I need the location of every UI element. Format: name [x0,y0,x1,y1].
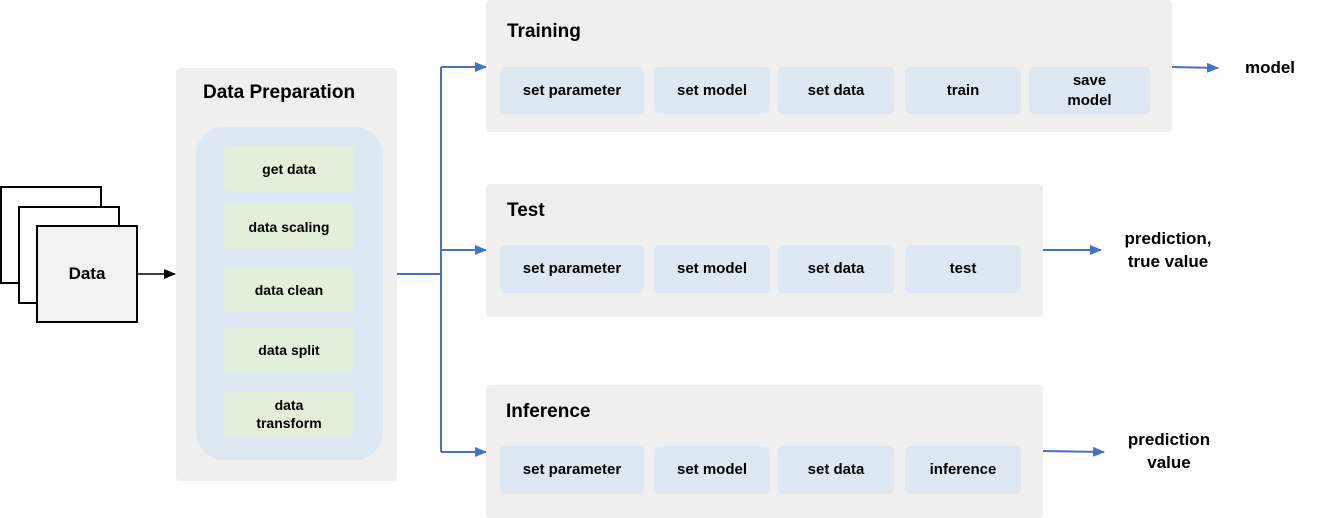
prep-step-data-split: data split [224,327,354,372]
inference-output-label: prediction value [1127,430,1211,472]
training-output-label: model [1244,58,1296,77]
training-step-save-model: save model [1029,67,1150,114]
data-preparation-title: Data Preparation [203,82,356,103]
inference-step-set-data: set data [778,446,894,494]
training-step-set-parameter: set parameter [500,67,644,114]
inference-title: Inference [506,401,591,422]
test-step-set-model: set model [654,245,770,293]
prep-step-get-data: get data [224,146,354,191]
prep-step-data-transform: data transform [224,391,354,437]
test-panel: Test set parameter set model set data te… [486,184,1043,317]
prep-step-data-scaling: data scaling [224,204,354,249]
inference-step-set-model: set model [654,446,770,494]
test-step-set-parameter: set parameter [500,245,644,293]
inference-output-arrow [1042,446,1105,457]
training-output-arrow [1171,62,1219,73]
test-title: Test [507,200,545,221]
data-input-label: Data [68,264,106,283]
data-document-front: Data [36,225,138,323]
training-step-train: train [905,67,1021,114]
inference-step-set-parameter: set parameter [500,446,644,494]
prep-step-data-clean: data clean [224,267,354,312]
inference-step-inference: inference [905,446,1021,494]
training-step-set-model: set model [654,67,770,114]
training-panel: Training set parameter set model set dat… [486,0,1172,132]
test-output-label: prediction, true value [1124,229,1212,271]
training-title: Training [507,21,581,42]
test-step-test: test [905,245,1021,293]
test-step-set-data: set data [778,245,894,293]
inference-panel: Inference set parameter set model set da… [486,385,1043,518]
training-step-set-data: set data [778,67,894,114]
data-preparation-steps-container: get data data scaling data clean data sp… [196,127,383,460]
data-preparation-panel: Data Preparation get data data scaling d… [176,68,397,481]
